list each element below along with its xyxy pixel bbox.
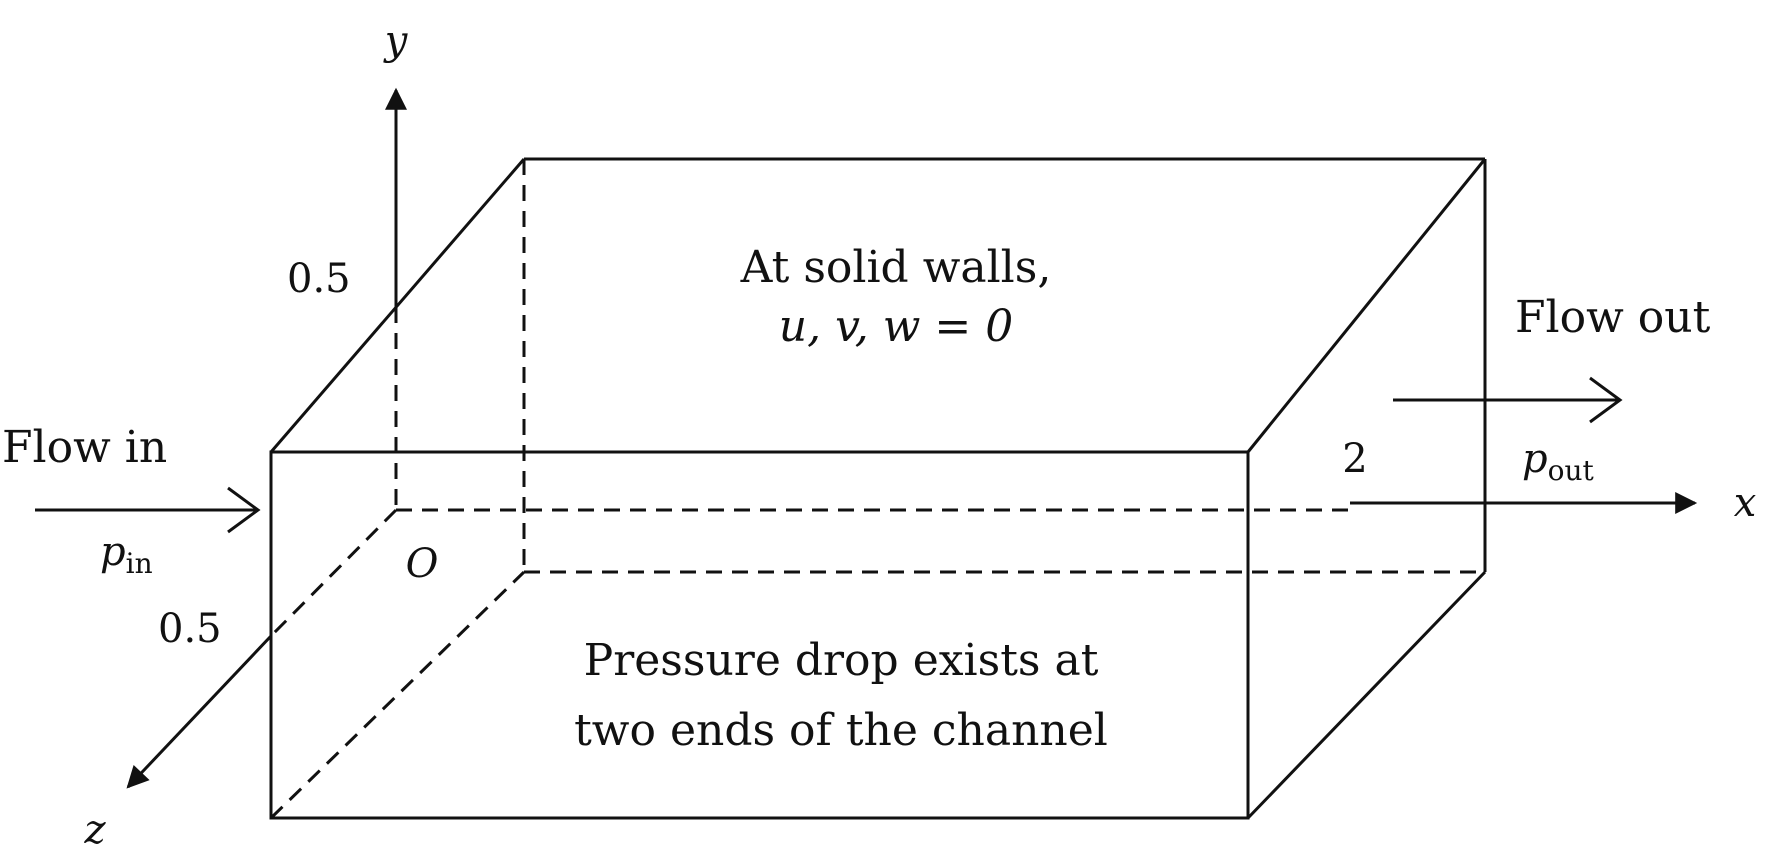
wall-condition-line2: u, v, w = 0 (779, 301, 1013, 352)
depth-dimension-label: 0.5 (158, 606, 222, 652)
pressure-note-line2: two ends of the channel (574, 705, 1108, 756)
inlet-pressure-symbol: p (100, 529, 126, 575)
axes (126, 87, 1698, 789)
outlet-pressure-symbol: p (1522, 436, 1548, 482)
pressure-note-line1: Pressure drop exists at (584, 635, 1099, 686)
length-dimension-label: 2 (1342, 436, 1367, 482)
flow-out-arrow-head (1589, 376, 1623, 424)
outlet-pressure-label: pout (1522, 436, 1595, 487)
hidden-edges (269, 159, 1485, 820)
z-axis-inside (269, 508, 398, 638)
height-dimension-label: 0.5 (287, 256, 351, 302)
z-axis (126, 634, 273, 789)
inlet-pressure-subscript: in (126, 547, 153, 580)
top-right-edge (1246, 158, 1487, 453)
flow-in-label: Flow in (2, 422, 167, 473)
bottom-right-edge (1246, 570, 1487, 820)
y-axis-label: y (383, 18, 409, 64)
wall-condition-line1: At solid walls, (740, 242, 1052, 293)
bottom-left-hidden-edge (269, 570, 526, 820)
flow-out-label: Flow out (1515, 292, 1711, 343)
flow-in-arrow-head (227, 486, 261, 534)
front-face (269, 450, 1250, 820)
inlet-pressure-label: pin (100, 529, 153, 580)
x-axis-label: x (1734, 480, 1757, 526)
flow-arrows (35, 376, 1623, 534)
outlet-pressure-subscript: out (1548, 454, 1595, 487)
origin-label: O (406, 541, 439, 587)
z-axis-label: z (83, 807, 106, 853)
